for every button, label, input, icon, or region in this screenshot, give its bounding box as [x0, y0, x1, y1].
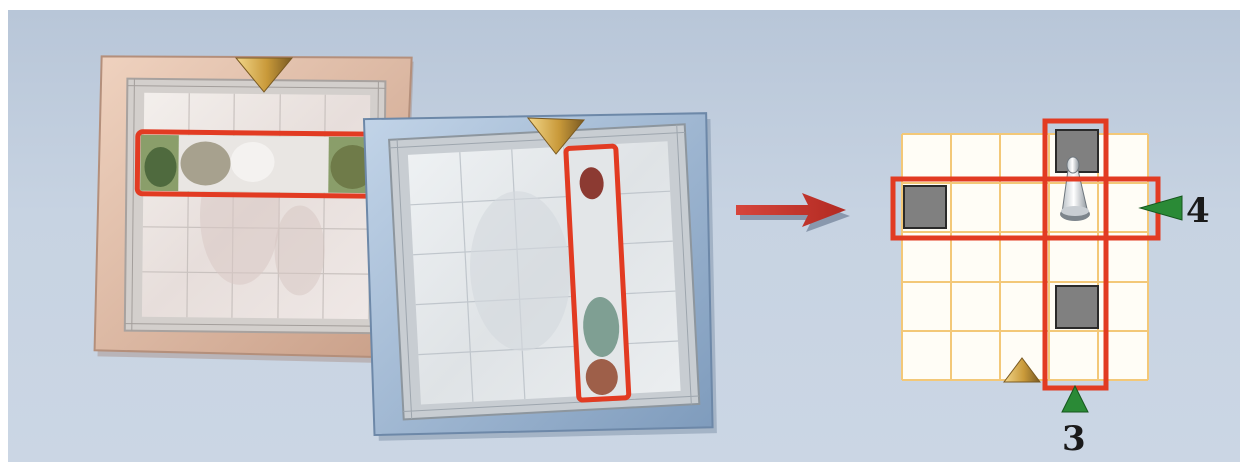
- column-number-label: 3: [1062, 419, 1086, 459]
- blocked-square: [1056, 286, 1098, 328]
- row-number-label: 4: [1186, 191, 1210, 231]
- result-grid: [893, 121, 1182, 412]
- wood-board-highlighted-row: [140, 135, 383, 194]
- direction-arrow: [736, 193, 850, 232]
- stone-board: [358, 101, 727, 451]
- blocked-square: [904, 186, 946, 228]
- wood-board: [94, 54, 413, 363]
